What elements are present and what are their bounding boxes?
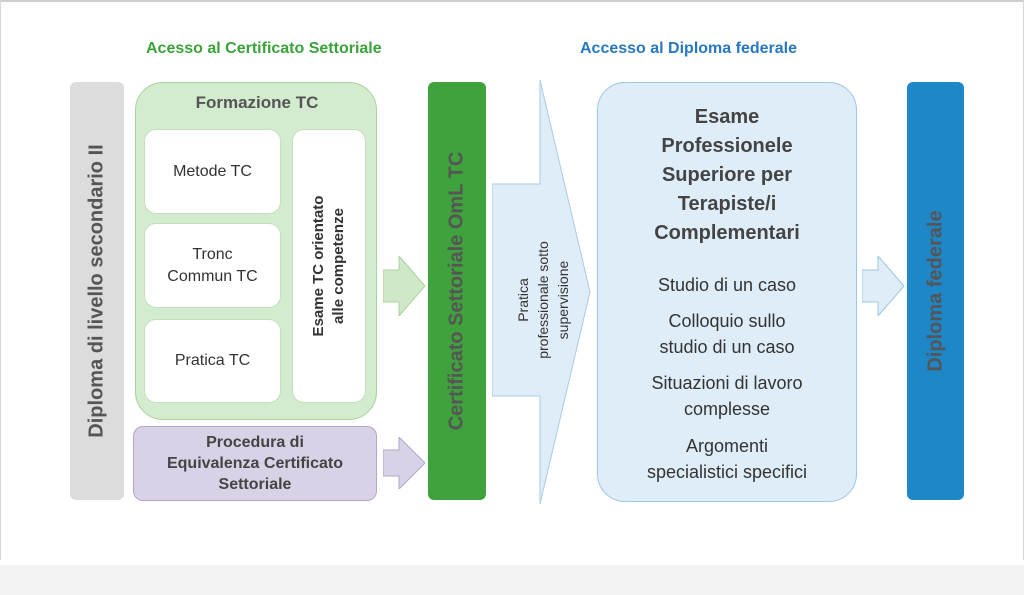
esame-item-argomenti-line2: specialistici specifici <box>646 462 808 482</box>
formazione-title: Formazione TC <box>195 93 319 112</box>
esame-tc-box: Esame TC orientato alle competenze <box>292 129 366 403</box>
tronc-label-line1: Tronc <box>192 245 233 263</box>
heading-diploma-federale: Accesso al Diploma federale <box>580 40 797 57</box>
esame-professionale-title: Esame Professionele Superiore per Terapi… <box>598 103 856 248</box>
esame-title-line1: Esame <box>694 106 760 128</box>
esame-title-line3: Superiore per <box>661 164 793 186</box>
esame-item-colloquio-line1: Colloquio sullo <box>668 311 786 331</box>
pratica-supervisione-line3: supervisione <box>555 260 571 340</box>
esame-professionale-panel: Esame Professionele Superiore per Terapi… <box>597 82 857 502</box>
metode-label: Metode TC <box>173 162 252 180</box>
diploma-secondario-label: Diploma di livello secondario II <box>85 144 108 438</box>
esame-tc-label-line1: Esame TC orientato <box>310 195 327 337</box>
procedura-line2: Equivalenza Certificato <box>166 455 344 472</box>
esame-title-line5: Complementari <box>654 222 800 244</box>
pratica-supervisione-line2: professionale sotto <box>535 241 551 359</box>
esame-tc-label-line2: alle competenze <box>330 208 347 324</box>
tronc-commun-box: Tronc Commun TC <box>144 223 281 308</box>
certificato-settoriale-label: Certificato Settoriale OmL TC <box>445 151 468 431</box>
esame-item-situazioni: Situazioni di lavoro complesse <box>598 370 856 422</box>
left-border <box>0 0 1 560</box>
diploma-federale-label: Diploma federale <box>924 210 946 372</box>
esame-title-line4: Terapiste/i <box>677 193 777 215</box>
esame-item-argomenti: Argomenti specialistici specifici <box>598 433 856 485</box>
certificato-settoriale-bar: Certificato Settoriale OmL TC <box>428 82 486 500</box>
diploma-federale-bar: Diploma federale <box>907 82 964 500</box>
pratica-supervisione-arrow-icon <box>492 80 591 504</box>
esame-item-situazioni-line2: complesse <box>683 399 771 419</box>
esame-item-situazioni-line1: Situazioni di lavoro <box>651 373 803 393</box>
top-border <box>0 0 1024 2</box>
procedura-line3: Settoriale <box>218 476 292 493</box>
green-arrow-icon <box>383 256 425 316</box>
metode-box: Metode TC <box>144 129 281 214</box>
pratica-supervisione-text: Pratica professionale sotto supervisione <box>503 220 583 380</box>
esame-item-studio-line1: Studio di un caso <box>657 275 797 295</box>
procedura-line1: Procedura di <box>206 434 304 451</box>
purple-arrow-icon <box>383 437 425 489</box>
esame-item-studio: Studio di un caso <box>598 272 856 298</box>
pratica-supervisione-line1: Pratica <box>515 278 531 322</box>
esame-item-argomenti-line1: Argomenti <box>685 436 769 456</box>
procedura-equivalenza-box: Procedura di Equivalenza Certificato Set… <box>133 426 377 501</box>
tronc-label-line2: Commun TC <box>167 267 258 285</box>
pratica-tc-label: Pratica TC <box>174 352 251 369</box>
blue-arrow-icon <box>862 256 904 316</box>
bottom-band <box>0 565 1024 595</box>
esame-title-line2: Professionele <box>661 135 793 157</box>
esame-item-colloquio: Colloquio sullo studio di un caso <box>598 308 856 360</box>
pratica-tc-box: Pratica TC <box>144 319 281 403</box>
esame-item-colloquio-line2: studio di un caso <box>659 337 795 357</box>
diploma-secondario-bar: Diploma di livello secondario II <box>70 82 124 500</box>
heading-certificato: Acesso al Certificato Settoriale <box>146 40 382 57</box>
